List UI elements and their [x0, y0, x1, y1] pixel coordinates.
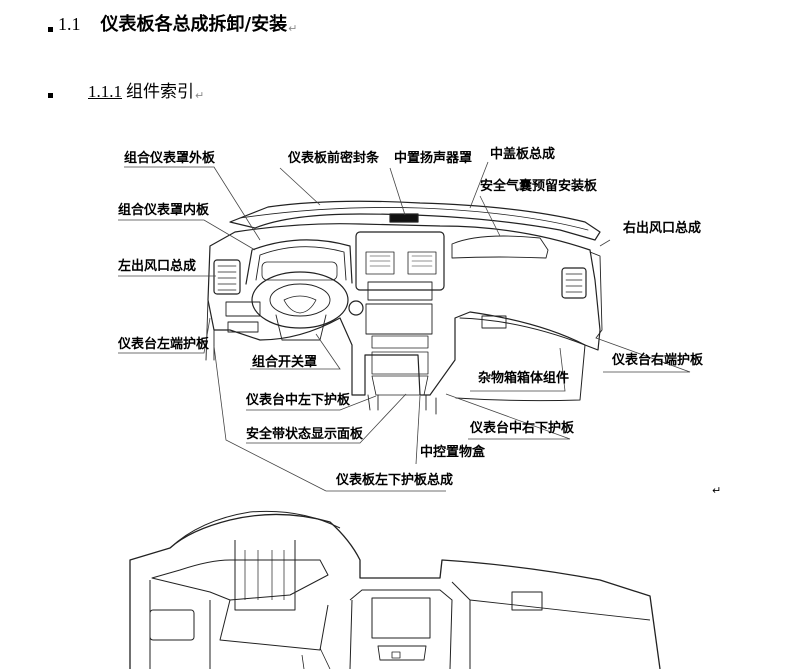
callout-center-speaker-grille: 中置扬声器罩: [394, 150, 472, 166]
heading-bullet: [48, 27, 53, 32]
figure-return-mark: ↵: [712, 484, 721, 497]
callout-airbag-mount-panel: 安全气囊预留安装板: [480, 178, 598, 194]
callout-upper-outer-cover: 组合仪表罩外板: [124, 150, 216, 166]
callout-seatbelt-indicator-panel: 安全带状态显示面板: [246, 426, 364, 442]
callout-right-vent: 右出风口总成: [622, 220, 701, 236]
subsection-title: 组件索引: [126, 82, 194, 102]
callout-glovebox-assy: 杂物箱箱体组件: [478, 370, 569, 386]
callout-center-right-lower-guard: 仪表台中右下护板: [469, 420, 575, 436]
callout-left-lower-guard-assy: 仪表板左下护板总成: [335, 472, 453, 488]
callout-center-cover-assy: 中盖板总成: [490, 146, 555, 162]
return-mark: ↵: [195, 89, 205, 102]
subheading-bullet: [48, 93, 53, 98]
callout-combo-switch-cover: 组合开关罩: [252, 354, 317, 370]
callout-right-end-guard: 仪表台右端护板: [611, 352, 704, 368]
section-number: 1.1: [58, 14, 81, 34]
leader-lines: [118, 161, 691, 492]
callout-left-vent: 左出风口总成: [118, 258, 196, 274]
return-mark: ↵: [288, 22, 298, 35]
callout-center-storage-box: 中控置物盒: [420, 444, 486, 460]
dashboard-back-view-drawing: [129, 510, 661, 669]
callout-center-left-lower-guard: 仪表台中左下护板: [245, 392, 351, 408]
callout-upper-inner-cover: 组合仪表罩内板: [118, 202, 210, 218]
callout-labels: 组合仪表罩外板 仪表板前密封条 中置扬声器罩 中盖板总成 安全气囊预留安装板 组…: [117, 146, 704, 488]
dashboard-line-drawing: [205, 200, 603, 415]
section-heading: 1.1 仪表板各总成拆卸/安装↵: [58, 10, 297, 36]
callout-front-seal: 仪表板前密封条: [287, 150, 380, 166]
subsection-number: 1.1.1: [88, 82, 122, 101]
callout-left-end-guard: 仪表台左端护板: [117, 336, 210, 352]
section-title: 仪表板各总成拆卸/安装: [100, 14, 288, 35]
